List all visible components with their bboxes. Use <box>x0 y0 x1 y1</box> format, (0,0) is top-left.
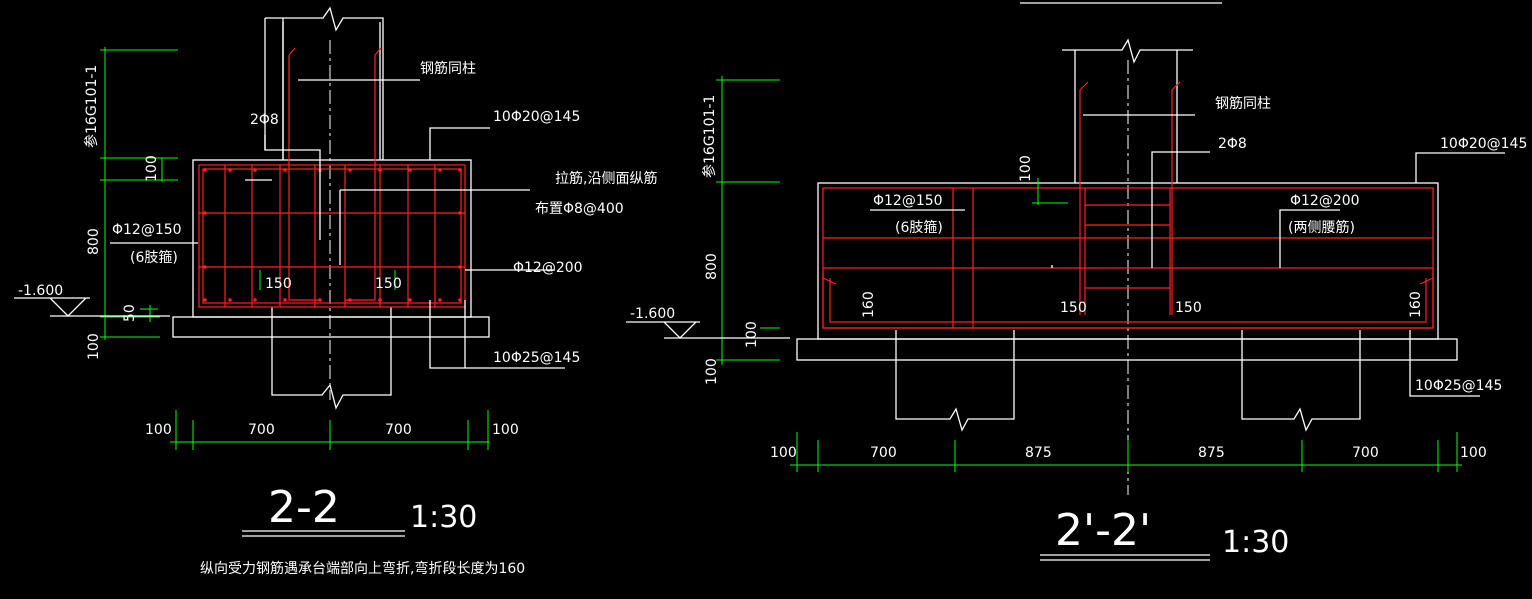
dim-150b: 150 <box>375 276 402 292</box>
v-dim-800: 800 <box>86 228 102 255</box>
bedding-layer <box>796 338 1458 361</box>
dim-150a: 150 <box>1060 300 1087 316</box>
h-dim: 100 <box>1460 445 1487 461</box>
dim-160b: 160 <box>1408 291 1424 318</box>
v-dim-100-bot: 100 <box>86 333 102 360</box>
label-2phi8: 2Φ8 <box>250 112 279 128</box>
rebar-cage <box>198 47 466 308</box>
pile-right <box>1241 330 1361 432</box>
label-column-rebar: 钢筋同柱 <box>420 60 476 77</box>
label-top-bars: 10Φ20@145 <box>1440 136 1527 152</box>
section-title: 2'-2' <box>1055 505 1151 556</box>
v-dim-100-bot: 100 <box>704 358 720 385</box>
pile-outline <box>271 307 392 410</box>
leader-lines <box>870 114 1505 397</box>
dimension-lines <box>716 76 1462 472</box>
label-side-a: Φ12@150 <box>873 193 943 209</box>
elevation-label: -1.600 <box>630 306 675 322</box>
ref-label: 参16G101-1 <box>701 95 718 178</box>
label-tie2: 布置Φ8@400 <box>535 201 624 217</box>
label-column-rebar: 钢筋同柱 <box>1215 95 1271 112</box>
label-phi12-200: Φ12@200 <box>513 260 583 276</box>
h-dim: 700 <box>870 445 897 461</box>
elevation-label: -1.600 <box>18 283 63 299</box>
bedding-layer <box>172 316 490 338</box>
h-dim: 100 <box>145 422 172 438</box>
leader-lines <box>110 79 565 369</box>
dim-160a: 160 <box>861 291 877 318</box>
h-dim: 700 <box>248 422 275 438</box>
note-text: 纵向受力钢筋遇承台端部向上弯折,弯折段长度为160 <box>200 560 525 577</box>
h-dim: 100 <box>770 445 797 461</box>
v-dim-50: 50 <box>122 304 138 322</box>
label-top-bars: 10Φ20@145 <box>493 109 580 125</box>
label-side-b: Φ12@200 <box>1290 193 1360 209</box>
label-side-a2: (6肢箍) <box>895 219 943 236</box>
label-bottom-bars: 10Φ25@145 <box>1415 378 1502 394</box>
section-2-2: 钢筋同柱 2Φ8 10Φ20@145 拉筋,沿侧面纵筋 布置Φ8@400 Φ12… <box>14 6 657 577</box>
ref-label: 参16G101-1 <box>83 65 100 148</box>
rebar-cage <box>822 81 1434 329</box>
v-dim-800: 800 <box>704 253 720 280</box>
h-dim: 700 <box>1352 445 1379 461</box>
column-outline <box>1062 38 1193 183</box>
label-2phi8: 2Φ8 <box>1218 136 1247 152</box>
section-2p-2p: 钢筋同柱 2Φ8 10Φ20@145 Φ12@150 (6肢箍) Φ12@200… <box>626 2 1527 561</box>
pile-left <box>895 330 1015 432</box>
label-side-b2: (两侧腰筋) <box>1288 219 1355 236</box>
h-dim: 875 <box>1025 445 1052 461</box>
h-dim: 875 <box>1198 445 1225 461</box>
elevation-marker <box>14 297 170 317</box>
v-dim-100-top: 100 <box>1018 155 1034 182</box>
section-title: 2-2 <box>268 482 340 533</box>
elevation-marker <box>626 321 790 339</box>
v-dim-100-top: 100 <box>144 155 160 182</box>
v-dim-100-mid: 100 <box>744 321 760 348</box>
scale-label: 1:30 <box>410 500 477 535</box>
scale-label: 1:30 <box>1222 525 1289 560</box>
dim-150a: 150 <box>265 276 292 292</box>
h-dim: 100 <box>492 422 519 438</box>
label-tie: 拉筋,沿侧面纵筋 <box>555 170 657 187</box>
label-side-bars: Φ12@150 <box>112 222 182 238</box>
label-bottom-bars: 10Φ25@145 <box>493 350 580 366</box>
dimension-lines <box>100 47 490 450</box>
dim-150b: 150 <box>1175 300 1202 316</box>
h-dim: 700 <box>385 422 412 438</box>
label-side-bars2: (6肢箍) <box>130 249 178 266</box>
pile-cap-outline <box>192 159 472 318</box>
